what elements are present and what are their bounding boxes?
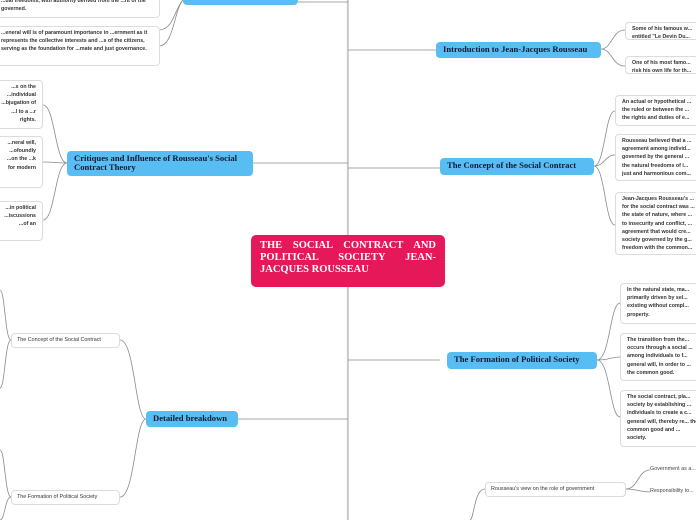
intro-subtopic-2[interactable]: One of his most famo... risk his own lif… [625, 56, 696, 74]
concept-subtopic-3[interactable]: Jean-Jacques Rousseau's ... for the soci… [615, 192, 696, 255]
formation-subtopic-2[interactable]: The transition from the... occurs throug… [620, 333, 696, 381]
detailed-subtopic-formation[interactable]: The Formation of Political Society [11, 490, 120, 505]
topic-critiques-label: Critiques and Influence of Rousseau's So… [74, 153, 238, 172]
topic-detailed-breakdown[interactable]: Detailed breakdown [146, 411, 238, 427]
government-item-1[interactable]: Government as a... [650, 466, 696, 472]
critiques-subtopic-1[interactable]: ...s on the ...individual ...bjugation o… [0, 80, 43, 129]
topic-introduction-label: Introduction to Jean-Jacques Rousseau [443, 44, 588, 54]
topic-formation-political-society[interactable]: The Formation of Political Society [447, 352, 597, 369]
concept-subtopic-1[interactable]: An actual or hypothetical ... the ruled … [615, 95, 696, 126]
topic-critiques-influence[interactable]: Critiques and Influence of Rousseau's So… [67, 151, 253, 176]
topic-formation-label: The Formation of Political Society [454, 354, 580, 364]
formation-subtopic-1[interactable]: In the natural state, ma... primarily dr… [620, 283, 696, 324]
concept-subtopic-2[interactable]: Rousseau believed that a ... agreement a… [615, 134, 696, 181]
topic-concept-social-contract[interactable]: The Concept of the Social Contract [440, 158, 594, 175]
detailed-subtopic-concept[interactable]: The Concept of the Social Contract [11, 333, 120, 348]
critiques-subtopic-2[interactable]: ...neral will, ...ofoundly ...on the ...… [0, 136, 43, 188]
government-role-node[interactable]: Rousseau's view on the role of governmen… [485, 482, 626, 497]
left-top-subtopic-1[interactable]: ...ual freedoms, with authority derived … [0, 0, 160, 18]
government-item-2[interactable]: Responsibility to... [650, 488, 694, 494]
formation-subtopic-3[interactable]: The social contract, pla... society by e… [620, 390, 696, 447]
intro-subtopic-1[interactable]: Some of his famous w... entitled "Le Dev… [625, 22, 696, 40]
topic-concept-label: The Concept of the Social Contract [447, 160, 577, 170]
topic-detailed-label: Detailed breakdown [153, 413, 228, 423]
topic-introduction[interactable]: Introduction to Jean-Jacques Rousseau [436, 42, 601, 58]
critiques-subtopic-3[interactable]: ...in political ...iscussions ...of an [0, 201, 43, 241]
left-top-subtopic-2[interactable]: ...eneral will is of paramount importanc… [0, 26, 160, 66]
central-topic[interactable]: THE SOCIAL CONTRACT AND POLITICAL SOCIET… [251, 235, 445, 287]
central-topic-title: THE SOCIAL CONTRACT AND POLITICAL SOCIET… [260, 240, 436, 275]
topic-left-top[interactable] [183, 0, 298, 5]
